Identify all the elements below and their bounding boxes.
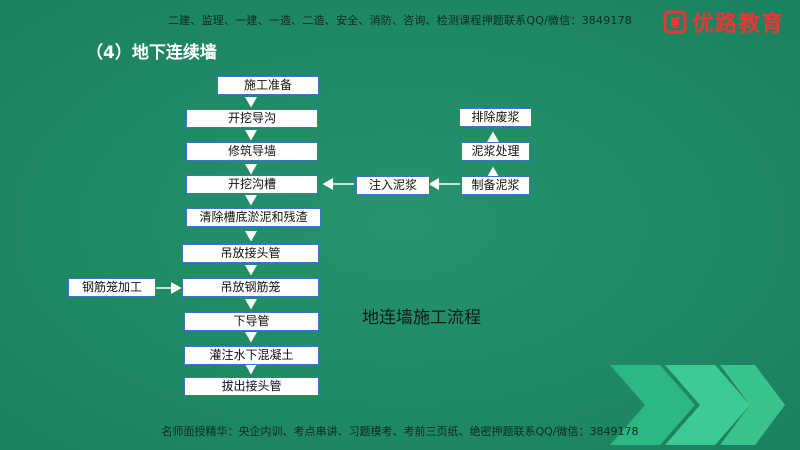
logo-icon: [662, 9, 688, 35]
step-rebar-cage-processing: 钢筋笼加工: [68, 278, 156, 297]
step-slurry-treatment: 泥浆处理: [461, 142, 530, 161]
top-banner: 二建、监理、一建、一造、二造、安全、消防、咨询、检测课程押题联系QQ/微信：38…: [167, 14, 632, 27]
step-excavate-guide-trench: 开挖导沟: [186, 109, 318, 128]
step-excavate-trench: 开挖沟槽: [186, 175, 318, 194]
step-prepare-slurry: 制备泥浆: [461, 176, 530, 195]
step-discharge-waste-slurry: 排除废浆: [459, 108, 532, 127]
step-pour-concrete: 灌注水下混凝土: [184, 346, 319, 365]
diagram-caption: 地连墙施工流程: [362, 308, 481, 328]
step-lower-joint-pipe: 吊放接头管: [182, 244, 319, 263]
logo: 优路教育: [662, 8, 784, 37]
step-lower-rebar-cage: 吊放钢筋笼: [182, 278, 319, 297]
bottom-banner: 名师面授精华：央企内训、考点串讲、习题模考、考前三页纸、绝密押题联系QQ/微信：…: [161, 425, 639, 438]
step-construction-prep: 施工准备: [217, 76, 319, 95]
section-title: （4）地下连续墙: [86, 43, 217, 63]
logo-text: 优路教育: [691, 12, 784, 37]
step-inject-slurry: 注入泥浆: [356, 176, 430, 195]
step-extract-joint-pipe: 拔出接头管: [184, 377, 319, 396]
step-build-guide-wall: 修筑导墙: [186, 142, 318, 161]
step-lower-tremie: 下导管: [184, 312, 319, 331]
decorative-chevrons: [610, 365, 785, 445]
step-clear-sludge: 清除槽底淤泥和残渣: [186, 208, 321, 227]
